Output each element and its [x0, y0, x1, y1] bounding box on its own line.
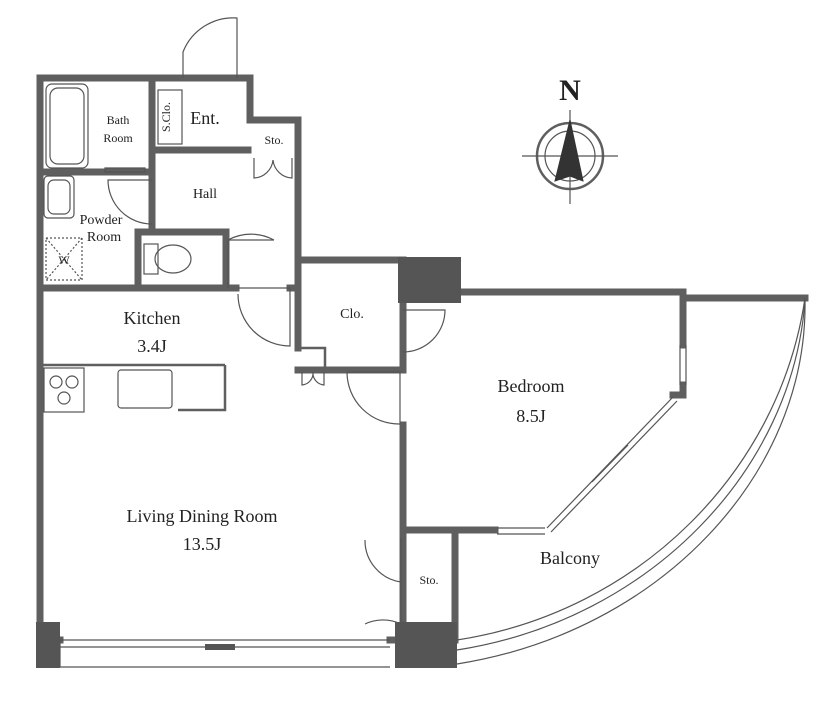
room-labels: Bath Room S.Clo. Ent. Sto. Hall Powder R… — [58, 89, 600, 587]
storage-top-label: Sto. — [264, 133, 283, 147]
storage-bottom-label: Sto. — [419, 573, 438, 587]
powder-room-door — [107, 179, 153, 225]
fixtures — [40, 83, 225, 413]
bathtub — [45, 83, 89, 169]
balcony-label: Balcony — [540, 548, 600, 568]
powder-room-label-2: Room — [87, 230, 121, 245]
compass: N — [522, 74, 618, 204]
pillars — [36, 257, 461, 668]
kitchen-size: 3.4J — [137, 336, 167, 356]
washer-space — [45, 237, 83, 281]
bedroom-size: 8.5J — [516, 406, 546, 426]
hall-label: Hall — [193, 187, 217, 202]
hall-door — [237, 287, 291, 347]
wash-basin — [43, 175, 75, 219]
kitchen-label: Kitchen — [124, 308, 181, 328]
kitchen-sink — [117, 369, 173, 409]
closet-label: Clo. — [340, 307, 364, 322]
bath-room-label-2: Room — [103, 131, 133, 145]
bedroom-door — [346, 371, 401, 425]
walls — [36, 74, 687, 644]
stove — [43, 367, 85, 413]
closet-door — [402, 309, 446, 353]
toilet — [143, 243, 159, 275]
compass-needle — [554, 119, 584, 182]
pillar-bottom-left — [36, 622, 60, 668]
washer-label: W — [58, 253, 70, 267]
entrance-door — [182, 17, 238, 78]
windows — [59, 345, 687, 668]
bedroom-label: Bedroom — [498, 376, 565, 396]
pillar-bottom-right — [395, 622, 457, 668]
north-label: N — [559, 74, 581, 107]
storage-bottom-door — [364, 538, 402, 625]
doors — [104, 17, 446, 625]
living-dining-label: Living Dining Room — [126, 506, 277, 526]
shoe-closet-label: S.Clo. — [157, 89, 183, 145]
entrance-label: Ent. — [190, 108, 220, 128]
toilet-door — [227, 233, 275, 288]
svg-text:S.Clo.: S.Clo. — [159, 102, 173, 132]
powder-room-label: Powder — [80, 213, 123, 228]
living-dining-size: 13.5J — [183, 534, 222, 554]
balcony-outline — [456, 294, 809, 665]
pillar-closet-corner — [398, 257, 461, 303]
bath-room-label: Bath — [107, 113, 130, 127]
